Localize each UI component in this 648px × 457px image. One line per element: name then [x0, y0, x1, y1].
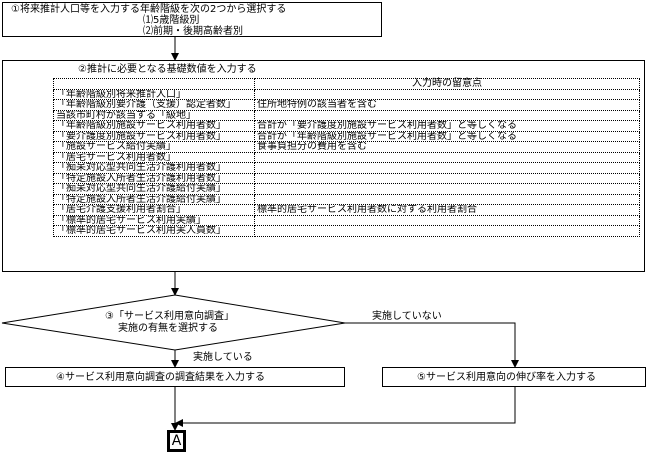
step5-box: ⑤サービス利用意向の伸び率を入力する: [382, 367, 646, 387]
table-row: 「年齢階級別施設サービス利用者数」合計が「要介護度別施設サービス利用者数」と等し…: [53, 120, 640, 132]
table-row: 「痴呆対応型共同生活介護給付実績」: [53, 183, 640, 195]
item-cell: 「痴呆対応型共同生活介護給付実績」: [53, 183, 255, 195]
table-row: 「特定施設入所者生活介護給付実績」: [53, 193, 640, 205]
step3-line1: ③「サービス利用意向調査」: [105, 311, 234, 322]
table-row: 「痴呆対応型共同生活介護利用者数」: [53, 162, 640, 174]
step1-option-1: ⑴5歳階級別: [143, 15, 200, 26]
note-cell: [254, 214, 640, 226]
arrow-no: [345, 322, 519, 368]
item-cell: 「特定施設入所者生活介護給付実績」: [53, 193, 255, 205]
note-cell: 合計が「年齢階級別施設サービス利用者数」と等しくなる: [254, 130, 640, 142]
item-cell: 「要介護度別施設サービス利用者数」: [53, 130, 255, 142]
table-row: 「居宅介護支援利用者割合」標準的居宅サービス利用者数に対する利用者割合: [53, 204, 640, 216]
step4-box: ④サービス利用意向調査の調査結果を入力する: [5, 367, 345, 387]
note-cell: [254, 183, 640, 195]
connector-a: A: [167, 430, 186, 452]
item-cell: 当該市町村が該当する「級地」: [53, 109, 255, 121]
step1-box: ①将来推計人口等を入力する年齢階級を次の2つから選択する ⑴5歳階級別 ⑵前期・…: [2, 2, 382, 37]
branch-no-label: 実施していない: [372, 311, 442, 322]
note-cell: [254, 193, 640, 205]
table-row: 「年齢階級別将来推計人口」: [53, 88, 640, 100]
table-row: 「要介護度別施設サービス利用者数」合計が「年齢階級別施設サービス利用者数」と等し…: [53, 130, 640, 142]
note-cell: [254, 225, 640, 237]
table-row: 当該市町村が該当する「級地」: [53, 109, 640, 121]
branch-yes-label: 実施している: [193, 352, 253, 363]
item-cell: 「痴呆対応型共同生活介護利用者数」: [53, 162, 255, 174]
item-cell: 「標準的居宅サービス利用実人員数」: [53, 225, 255, 237]
table-header-row: 入力時の留意点: [53, 78, 640, 90]
item-cell: 「特定施設入所者生活介護利用者数」: [53, 172, 255, 184]
item-cell: 「年齢階級別施設サービス利用者数」: [53, 120, 255, 132]
note-cell: 合計が「要介護度別施設サービス利用者数」と等しくなる: [254, 120, 640, 132]
item-cell: 「標準的居宅サービス利用実績」: [53, 214, 255, 226]
table-header: [53, 78, 255, 90]
step5-label: ⑤サービス利用意向の伸び率を入力する: [417, 372, 596, 383]
table-row: 「居宅サービス利用者数」: [53, 151, 640, 163]
item-cell: 「居宅介護支援利用者割合」: [53, 204, 255, 216]
table-row: 「標準的居宅サービス利用実績」: [53, 214, 640, 226]
item-cell: 「年齢階級別将来推計人口」: [53, 88, 255, 100]
note-cell: [254, 109, 640, 121]
step4-label: ④サービス利用意向調査の調査結果を入力する: [56, 372, 265, 383]
item-cell: 「年齢階級別要介護（支援）認定者数」: [53, 99, 255, 111]
arrow-5-merge: [175, 387, 516, 427]
note-cell: [254, 151, 640, 163]
table-row: 「標準的居宅サービス利用実人員数」: [53, 225, 640, 237]
table-row: 「特定施設入所者生活介護利用者数」: [53, 172, 640, 184]
item-cell: 「施設サービス給付実績」: [53, 141, 255, 153]
table-header: 入力時の留意点: [254, 78, 640, 90]
note-cell: 食事負担分の費用を含む: [254, 141, 640, 153]
note-cell: [254, 172, 640, 184]
step2-title: ②推計に必要となる基礎数値を入力する: [78, 64, 257, 75]
table-row: 「施設サービス給付実績」食事負担分の費用を含む: [53, 141, 640, 153]
step3-line2: 実施の有無を選択する: [118, 323, 218, 334]
base-values-table: 入力時の留意点 「年齢階級別将来推計人口」「年齢階級別要介護（支援）認定者数」住…: [53, 78, 640, 237]
table-row: 「年齢階級別要介護（支援）認定者数」住所地特例の該当者を含む: [53, 99, 640, 111]
note-cell: 標準的居宅サービス利用者数に対する利用者割合: [254, 204, 640, 216]
note-cell: [254, 162, 640, 174]
step1-option-2: ⑵前期・後期高齢者別: [143, 26, 243, 37]
step1-title: ①将来推計人口等を入力する年齢階級を次の2つから選択する: [11, 4, 287, 15]
item-cell: 「居宅サービス利用者数」: [53, 151, 255, 163]
note-cell: [254, 88, 640, 100]
note-cell: 住所地特例の該当者を含む: [254, 99, 640, 111]
